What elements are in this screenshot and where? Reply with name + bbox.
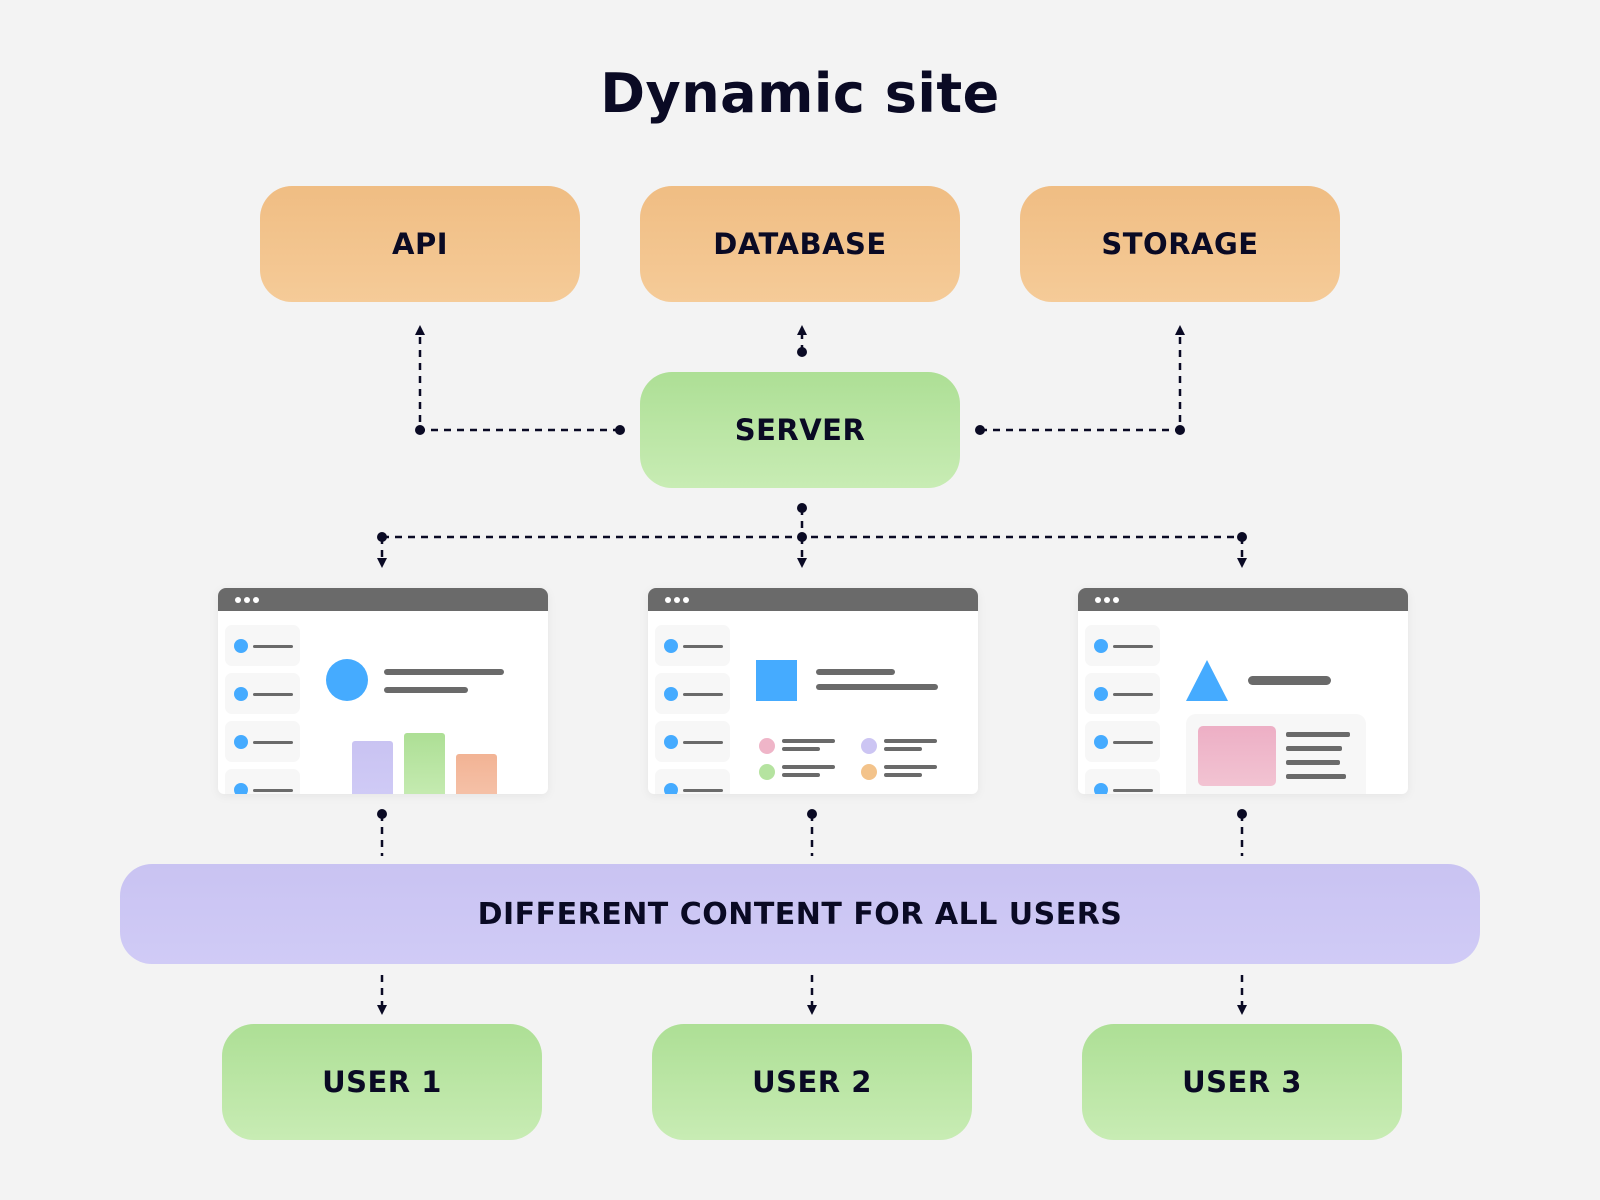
- image-placeholder: [1198, 726, 1276, 786]
- connector-server-pages: [382, 508, 1242, 539]
- triangle-icon: [1186, 660, 1228, 701]
- text-line: [884, 773, 922, 777]
- database-box: DATABASE: [640, 186, 960, 302]
- text-line: [1286, 760, 1340, 765]
- user-2-box: USER 2: [652, 1024, 972, 1140]
- text-line: [1248, 676, 1331, 685]
- page-preview-2: [648, 588, 978, 794]
- text-line: [816, 669, 895, 675]
- legend-dot: [759, 764, 775, 780]
- text-line: [384, 669, 504, 675]
- node-dot: [377, 809, 387, 819]
- window-dot-icon: [253, 597, 259, 603]
- sidebar-item: [225, 769, 300, 794]
- storage-box: STORAGE: [1020, 186, 1340, 302]
- circle-icon: [326, 659, 368, 701]
- window-dot-icon: [1113, 597, 1119, 603]
- content-bar: DIFFERENT CONTENT FOR ALL USERS: [120, 864, 1480, 964]
- page-preview-3: [1078, 588, 1408, 794]
- text-line: [816, 684, 938, 690]
- content-bar-label: DIFFERENT CONTENT FOR ALL USERS: [477, 896, 1123, 932]
- server-box: SERVER: [640, 372, 960, 488]
- sidebar-item: [655, 769, 730, 794]
- page-preview-1: [218, 588, 548, 794]
- sidebar-item: [655, 673, 730, 714]
- browser-titlebar: [1078, 588, 1408, 611]
- chart-bar: [352, 741, 393, 794]
- text-line: [884, 747, 922, 751]
- user-1-box: USER 1: [222, 1024, 542, 1140]
- sidebar-item: [1085, 673, 1160, 714]
- legend-dot: [759, 738, 775, 754]
- sidebar-item: [225, 625, 300, 666]
- text-line: [1286, 774, 1346, 779]
- node-dot: [797, 532, 807, 542]
- text-line: [1286, 732, 1350, 737]
- sidebar-item: [225, 721, 300, 762]
- node-dot: [1175, 425, 1185, 435]
- legend-dot: [861, 764, 877, 780]
- database-label: DATABASE: [713, 227, 887, 261]
- media-card: [1186, 714, 1366, 794]
- sidebar-item: [1085, 769, 1160, 794]
- user-3-box: USER 3: [1082, 1024, 1402, 1140]
- node-dot: [975, 425, 985, 435]
- window-dot-icon: [683, 597, 689, 603]
- text-line: [782, 747, 820, 751]
- sidebar-item: [1085, 625, 1160, 666]
- api-label: API: [392, 227, 448, 261]
- sidebar-item: [225, 673, 300, 714]
- browser-titlebar: [218, 588, 548, 611]
- node-dot: [1237, 532, 1247, 542]
- window-dot-icon: [674, 597, 680, 603]
- text-line: [884, 739, 937, 743]
- text-line: [384, 687, 468, 693]
- node-dot: [807, 809, 817, 819]
- text-line: [782, 739, 835, 743]
- window-dot-icon: [665, 597, 671, 603]
- node-dot: [415, 425, 425, 435]
- chart-bar: [456, 754, 497, 794]
- node-dot: [615, 425, 625, 435]
- browser-titlebar: [648, 588, 978, 611]
- chart-bar: [404, 733, 445, 794]
- api-box: API: [260, 186, 580, 302]
- node-dot: [1237, 809, 1247, 819]
- text-line: [1286, 746, 1342, 751]
- square-icon: [756, 660, 797, 701]
- window-dot-icon: [1095, 597, 1101, 603]
- user-3-label: USER 3: [1182, 1065, 1302, 1099]
- window-dot-icon: [235, 597, 241, 603]
- window-dot-icon: [244, 597, 250, 603]
- node-dot: [797, 347, 807, 357]
- user-2-label: USER 2: [752, 1065, 872, 1099]
- storage-label: STORAGE: [1101, 227, 1259, 261]
- server-label: SERVER: [734, 413, 866, 447]
- text-line: [884, 765, 937, 769]
- diagram-title: Dynamic site: [600, 62, 1000, 125]
- sidebar-item: [655, 721, 730, 762]
- sidebar-item: [655, 625, 730, 666]
- legend-dot: [861, 738, 877, 754]
- sidebar-item: [1085, 721, 1160, 762]
- text-line: [782, 765, 835, 769]
- user-1-label: USER 1: [322, 1065, 442, 1099]
- text-line: [782, 773, 820, 777]
- connector-server-api: [415, 325, 620, 432]
- window-dot-icon: [1104, 597, 1110, 603]
- connector-server-storage: [980, 325, 1185, 432]
- node-dot: [797, 503, 807, 513]
- node-dot: [377, 532, 387, 542]
